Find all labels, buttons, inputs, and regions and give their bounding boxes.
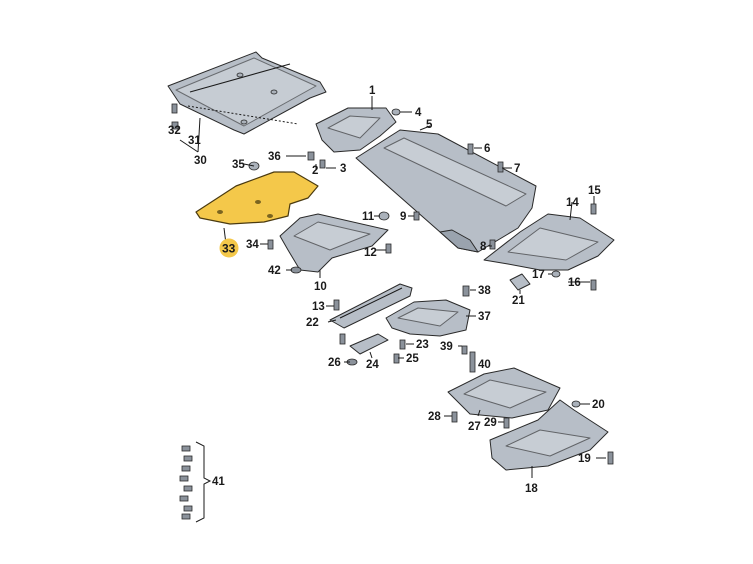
callout-34: 34 xyxy=(246,239,259,251)
part-27-lower-shield[interactable] xyxy=(447,367,561,419)
callout-25: 25 xyxy=(406,353,419,365)
callout-14: 14 xyxy=(566,197,579,209)
callout-1: 1 xyxy=(369,85,376,97)
part-1-small-shield[interactable] xyxy=(315,107,397,153)
callout-24: 24 xyxy=(366,359,379,371)
fasteners xyxy=(171,103,614,465)
callout-12: 12 xyxy=(364,247,377,259)
callout-13: 13 xyxy=(312,301,325,313)
leader-lines xyxy=(179,96,606,478)
callout-27: 27 xyxy=(468,421,481,433)
part-33-engine-shield[interactable] xyxy=(195,171,319,225)
part-37-bracket[interactable] xyxy=(385,299,471,337)
part-24-plate[interactable] xyxy=(349,333,389,355)
callout-37: 37 xyxy=(478,311,491,323)
callout-7: 7 xyxy=(514,163,520,175)
callout-6: 6 xyxy=(484,143,490,155)
callout-32: 32 xyxy=(168,125,181,137)
callout-18: 18 xyxy=(525,483,538,495)
part-5-tunnel-panel[interactable] xyxy=(355,129,537,253)
part-10-lower-shield[interactable] xyxy=(279,213,389,273)
callout-11: 11 xyxy=(362,211,375,223)
callout-36: 36 xyxy=(268,151,281,163)
callout-35: 35 xyxy=(232,159,245,171)
callout-19: 19 xyxy=(578,453,591,465)
callout-33: 33 xyxy=(222,242,236,256)
callout-22: 22 xyxy=(306,317,319,329)
callout-5: 5 xyxy=(426,119,433,131)
part-14-right-shield[interactable] xyxy=(483,213,615,271)
callout-29: 29 xyxy=(484,417,497,429)
callout-15: 15 xyxy=(588,185,601,197)
callout-21: 21 xyxy=(512,295,525,307)
callout-39: 39 xyxy=(440,341,453,353)
callout-20: 20 xyxy=(592,399,605,411)
callout-38: 38 xyxy=(478,285,491,297)
callout-3: 3 xyxy=(340,163,346,175)
callout-9: 9 xyxy=(400,211,406,223)
callouts: 1 2 3 4 5 6 7 8 9 10 11 12 13 14 15 16 1… xyxy=(168,85,605,495)
callout-28: 28 xyxy=(428,411,441,423)
callout-40: 40 xyxy=(478,359,491,371)
part-30-rear-panel[interactable] xyxy=(167,51,327,135)
part-41-bolt-set[interactable] xyxy=(179,441,212,523)
callout-41: 41 xyxy=(212,476,225,488)
callout-26: 26 xyxy=(328,357,341,369)
part-18-bottom-shield[interactable] xyxy=(489,399,609,471)
callout-23: 23 xyxy=(416,339,429,351)
callout-2: 2 xyxy=(312,165,318,177)
callout-33-badge: 33 xyxy=(219,238,239,258)
callout-16: 16 xyxy=(568,277,581,289)
part-22-strip[interactable] xyxy=(329,283,413,329)
callout-4: 4 xyxy=(415,107,422,119)
callout-30: 30 xyxy=(194,155,207,167)
part-21-plate[interactable] xyxy=(509,273,531,291)
callout-10: 10 xyxy=(314,281,327,293)
callout-8: 8 xyxy=(480,241,487,253)
callout-42: 42 xyxy=(268,265,281,277)
callout-31: 31 xyxy=(188,135,201,147)
callout-17: 17 xyxy=(532,269,545,281)
